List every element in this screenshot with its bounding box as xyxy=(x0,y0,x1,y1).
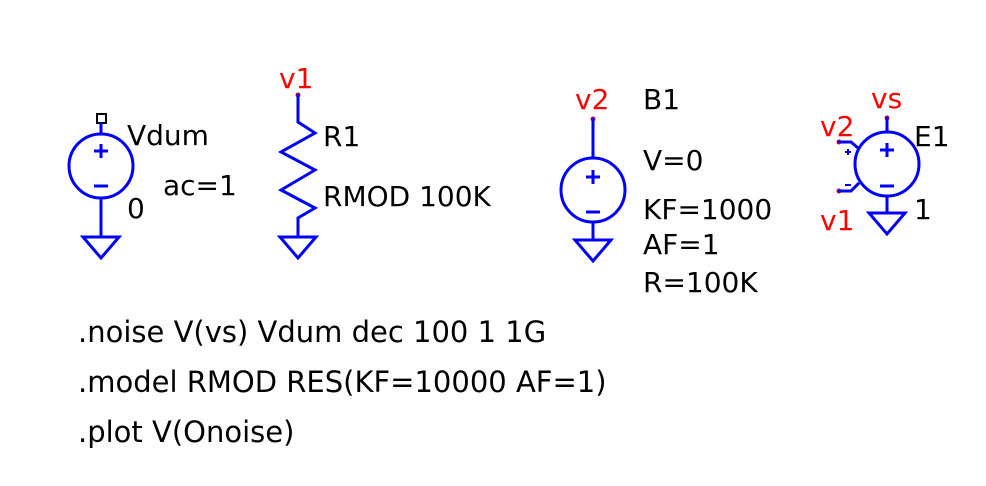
ground-icon xyxy=(571,238,615,264)
directive-plot[interactable]: .plot V(Onoise) xyxy=(78,415,294,449)
b1-param-af: AF=1 xyxy=(643,228,720,261)
b1-param-kf: KF=1000 xyxy=(643,193,772,226)
r1-value-label: RMOD 100K xyxy=(323,180,492,213)
net-label-v2[interactable]: v2 xyxy=(575,83,609,116)
b1-source[interactable]: v2 B1 V=0 KF=1000 AF=1 R=100K xyxy=(559,83,772,299)
ground-icon xyxy=(79,235,123,261)
vdum-source[interactable]: Vdum ac=1 0 xyxy=(67,113,237,261)
ground-icon xyxy=(865,211,909,237)
e1-input-minus-wire xyxy=(837,181,861,193)
e1-input-plus-wire xyxy=(837,140,861,151)
net-label-v2-e1[interactable]: v2 xyxy=(820,110,854,143)
e1-name-label: E1 xyxy=(914,120,950,153)
b1-param-r: R=100K xyxy=(643,266,758,299)
b1-param-v: V=0 xyxy=(643,144,703,177)
vdum-source-circle xyxy=(67,132,135,200)
net-label-v1-e1[interactable]: v1 xyxy=(820,204,854,237)
net-label-v1[interactable]: v1 xyxy=(279,62,313,95)
b1-name-label: B1 xyxy=(643,83,680,116)
spice-directives[interactable]: .noise V(vs) Vdum dec 100 1 1G .model RM… xyxy=(78,315,607,449)
resistor-zigzag-icon xyxy=(277,93,319,239)
ground-icon xyxy=(276,235,320,261)
vdum-name-label: Vdum xyxy=(127,119,209,152)
net-label-vs[interactable]: vs xyxy=(871,82,902,115)
directive-noise[interactable]: .noise V(vs) Vdum dec 100 1 1G xyxy=(78,315,546,349)
vdum-pin-marker[interactable] xyxy=(96,113,107,124)
r1-resistor[interactable]: v1 R1 RMOD 100K xyxy=(276,62,492,261)
vdum-value-label: ac=1 xyxy=(163,169,237,202)
vdum-node-label: 0 xyxy=(127,192,145,225)
r1-name-label: R1 xyxy=(323,120,360,153)
directive-model[interactable]: .model RMOD RES(KF=10000 AF=1) xyxy=(78,365,607,399)
e1-vcvs[interactable]: vs v2 v1 E1 1 xyxy=(820,82,950,237)
e1-value-label: 1 xyxy=(914,193,932,226)
